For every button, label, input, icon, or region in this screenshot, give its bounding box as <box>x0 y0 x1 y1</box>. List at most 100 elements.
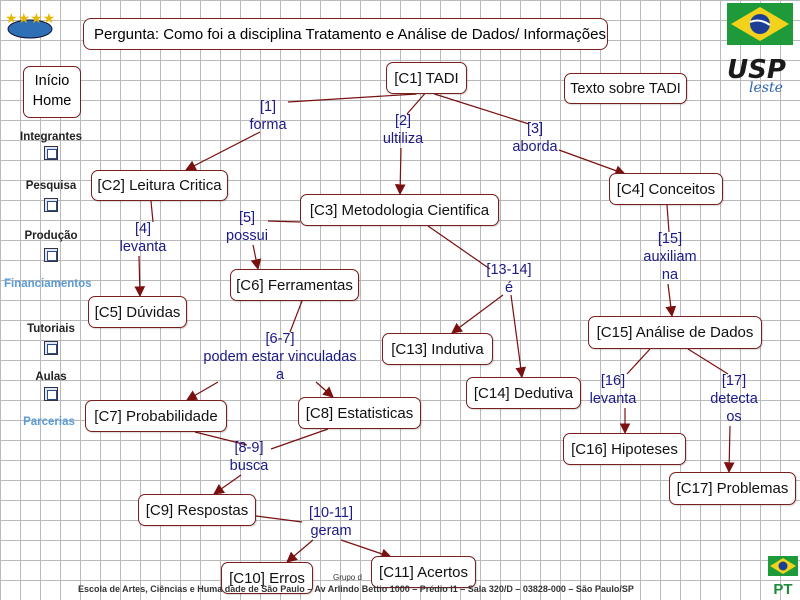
sidebar-item-integrantes[interactable]: Integrantes <box>20 131 82 143</box>
link-id: [8-9] <box>234 440 264 456</box>
concept-c16-hipoteses[interactable]: [C16] Hipoteses <box>563 433 686 465</box>
footer-group-text: Grupo d <box>333 573 362 582</box>
concept-c3-metodologia-cientifica[interactable]: [C3] Metodologia Cientifica <box>300 194 499 226</box>
sitemap-icon[interactable] <box>44 198 58 212</box>
link-id: [6-7] <box>265 331 295 347</box>
link-phrase: levanta <box>119 239 167 255</box>
link-label-10-11[interactable]: [10-11] geram <box>300 504 362 540</box>
link-phrase: busca <box>229 458 269 474</box>
link-phrase: geram <box>310 523 352 539</box>
sitemap-icon[interactable] <box>44 248 58 262</box>
svg-text:leste: leste <box>749 80 783 94</box>
question-title: Pergunta: Como foi a disciplina Tratamen… <box>83 18 608 50</box>
sidebar-item-financiamentos[interactable]: Financiamentos <box>4 278 92 290</box>
concept-c1-tadi[interactable]: [C1] TADI <box>386 62 467 94</box>
link-label-17[interactable]: [17] detecta os <box>706 372 762 426</box>
arrow-link10-11-c11 <box>340 539 393 559</box>
sitemap-icon[interactable] <box>44 387 58 401</box>
link-label-13-14[interactable]: [13-14] é <box>478 261 540 297</box>
link-phrase-cont: a <box>275 367 285 383</box>
usp-logo-icon: USP leste <box>727 55 786 96</box>
link-id: [17] <box>721 373 747 389</box>
link-label-3[interactable]: [3] aborda <box>506 120 564 156</box>
connector-c4-link15 <box>666 204 670 233</box>
link-phrase-cont: na <box>661 267 679 283</box>
language-label: PT <box>773 581 793 598</box>
sidebar-item-producao[interactable]: Produção <box>24 230 78 242</box>
connector-c1-link1 <box>287 93 417 103</box>
link-label-2[interactable]: [2] ultiliza <box>375 112 431 148</box>
stars-globe-icon: ★★★★ <box>5 11 55 39</box>
concept-c9-respostas[interactable]: [C9] Respostas <box>138 494 256 526</box>
arrow-link13-14-c14 <box>510 294 527 379</box>
concept-c7-probabilidade[interactable]: [C7] Probabilidade <box>85 400 227 432</box>
svg-text:★★★★: ★★★★ <box>5 11 55 27</box>
link-label-6-7[interactable]: [6-7] podem estar vinculadas a <box>200 330 360 384</box>
arrow-link1-c2 <box>185 131 261 171</box>
link-label-1[interactable]: [1] forma <box>243 98 293 134</box>
connector-c3-link5 <box>267 220 301 223</box>
concept-c4-conceitos[interactable]: [C4] Conceitos <box>609 173 723 205</box>
concept-c10-erros[interactable]: [C10] Erros <box>221 562 313 594</box>
link-phrase: forma <box>249 117 287 133</box>
footer-address: Escola de Artes, Ciências e Huma dade de… <box>78 584 634 594</box>
arrow-link10-11-c10 <box>286 539 314 563</box>
concept-c8-estatisticas[interactable]: [C8] Estatisticas <box>298 397 421 429</box>
svg-text:USP: USP <box>727 55 786 85</box>
concept-c2-leitura-critica[interactable]: [C2] Leitura Critica <box>91 170 228 201</box>
link-id: [16] <box>600 373 626 389</box>
concept-c14-dedutiva[interactable]: [C14] Dedutiva <box>466 377 581 409</box>
sitemap-icon[interactable] <box>44 341 58 355</box>
language-switch[interactable]: PT <box>768 556 798 598</box>
home-button[interactable]: Início Home <box>23 66 81 118</box>
connector-c3-link13-14 <box>427 225 491 270</box>
group-logo[interactable]: ★★★★ <box>2 3 58 41</box>
connector-c7-link8-9 <box>194 431 248 446</box>
link-id: [15] <box>657 231 683 247</box>
link-label-4[interactable]: [4] levanta <box>114 220 172 256</box>
link-id: [10-11] <box>308 505 354 521</box>
link-phrase: aborda <box>512 139 558 155</box>
link-id: [1] <box>259 99 277 115</box>
arrow-link17-c17 <box>723 425 735 474</box>
arrow-link4-c5 <box>134 255 146 298</box>
link-phrase-cont: os <box>726 409 742 425</box>
sitemap-icon[interactable] <box>44 146 58 160</box>
concept-c13-indutiva[interactable]: [C13] Indutiva <box>382 333 493 365</box>
concept-c11-acertos[interactable]: [C11] Acertos <box>371 556 476 588</box>
concept-c17-problemas[interactable]: [C17] Problemas <box>669 472 796 505</box>
link-label-5[interactable]: [5] possui <box>222 209 272 245</box>
arrow-link6-7-c8 <box>315 381 334 398</box>
link-label-16[interactable]: [16] levanta <box>586 372 640 408</box>
link-label-8-9[interactable]: [8-9] busca <box>222 439 276 475</box>
sidebar-item-parcerias[interactable]: Parcerias <box>23 416 75 428</box>
brazil-flag-logo <box>727 3 793 45</box>
connector-c1-link2 <box>406 93 425 115</box>
arrow-link13-14-c13 <box>451 294 504 334</box>
sidebar-item-tutoriais[interactable]: Tutoriais <box>27 323 75 335</box>
question-text: Pergunta: Como foi a disciplina Tratamen… <box>94 25 606 43</box>
texto-sobre-tadi-button[interactable]: Texto sobre TADI <box>564 73 687 104</box>
link-phrase: detecta <box>710 391 758 407</box>
link-phrase: podem estar vinculadas <box>203 349 357 365</box>
arrow-link8-9-c9 <box>213 474 242 495</box>
home-label-line2: Home <box>32 93 72 109</box>
concept-c6-ferramentas[interactable]: [C6] Ferramentas <box>230 269 359 301</box>
concept-c5-duvidas[interactable]: [C5] Dúvidas <box>88 296 187 328</box>
link-phrase: auxiliam <box>643 249 697 265</box>
link-phrase: ultiliza <box>382 131 424 147</box>
connector-c8-link8-9 <box>270 428 329 450</box>
sidebar-item-aulas[interactable]: Aulas <box>35 371 67 383</box>
brazil-flag-icon <box>768 556 798 576</box>
arrow-link5-c6 <box>250 244 262 271</box>
arrow-link3-c4 <box>558 149 627 176</box>
sidebar-item-pesquisa[interactable]: Pesquisa <box>25 180 77 192</box>
link-label-15[interactable]: [15] auxiliam na <box>636 230 704 284</box>
link-id: [3] <box>526 121 544 137</box>
link-id: [13-14] <box>486 262 532 278</box>
concept-c15-analise-de-dados[interactable]: [C15] Análise de Dados <box>588 316 762 349</box>
connector-c15-link17 <box>687 348 729 375</box>
connector-c15-link16 <box>626 348 651 375</box>
